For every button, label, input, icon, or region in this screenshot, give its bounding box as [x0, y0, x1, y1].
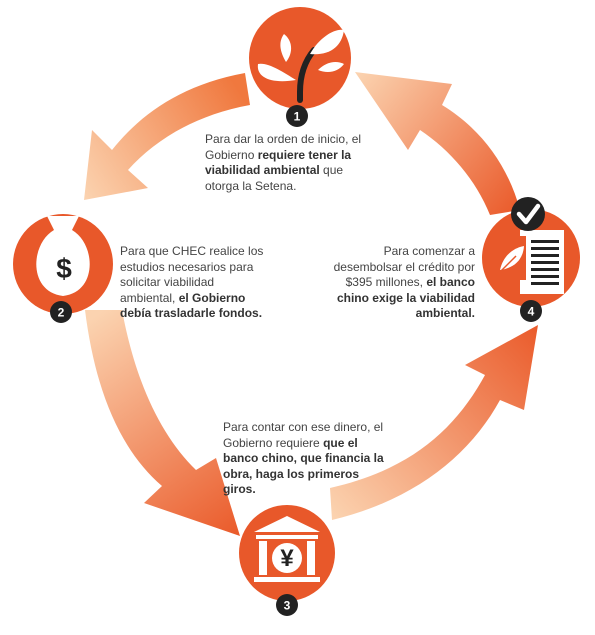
- step-4-text: Para comenzar a desembolsar el crédito p…: [333, 244, 475, 322]
- step-2-text-bold: el Gobierno debía trasladarle fondos.: [120, 290, 263, 321]
- checkmark-icon: [511, 197, 545, 231]
- cycle-arrow-4-to-1: [355, 72, 520, 215]
- bank-yen-icon: ¥: [254, 516, 320, 582]
- step-2-text: Para que CHEC realice los estudios neces…: [120, 244, 270, 322]
- cycle-arrow-2-to-3: [85, 310, 240, 536]
- step-1-text-end: que otorga la Setena.: [205, 163, 344, 193]
- money-bag-icon: $: [36, 216, 90, 296]
- step-2-number: 2: [58, 306, 65, 320]
- sprout-icon: [257, 29, 344, 103]
- step-4-number: 4: [528, 305, 535, 319]
- step-1-text-normal: Para dar la orden de inicio, el Gobierno: [205, 132, 362, 162]
- step-2-icon: $ 2: [13, 214, 113, 323]
- step-3-icon: ¥ 3: [239, 505, 335, 616]
- step-1-icon: 1: [249, 7, 351, 127]
- step-1-text: Para dar la orden de inicio, el Gobierno…: [205, 132, 380, 194]
- yen-icon: ¥: [280, 545, 294, 572]
- step-4-icon: 4: [482, 197, 580, 322]
- step-3-text-bold: que el banco chino, que financia la obra…: [223, 435, 384, 497]
- step-3-number: 3: [284, 599, 291, 613]
- document-lines: [531, 240, 559, 285]
- step-3-text: Para contar con ese dinero, el Gobierno …: [223, 420, 395, 498]
- step-3-text-normal: Para contar con ese dinero, el Gobierno …: [223, 420, 384, 450]
- approved-document-icon: [496, 230, 564, 294]
- dollar-icon: $: [56, 253, 72, 284]
- step-1-text-bold: requiere tener la viabilidad ambiental: [205, 147, 352, 178]
- step-4-text-normal: Para comenzar a desembolsar el crédito p…: [333, 244, 475, 289]
- cycle-arrow-3-to-4: [330, 325, 538, 520]
- cycle-arrow-1-to-2: [84, 73, 250, 200]
- step-1-number: 1: [294, 110, 301, 124]
- step-2-text-normal: Para que CHEC realice los estudios neces…: [120, 244, 264, 305]
- step-4-text-bold: el banco chino exige la viabilidad ambie…: [336, 275, 475, 320]
